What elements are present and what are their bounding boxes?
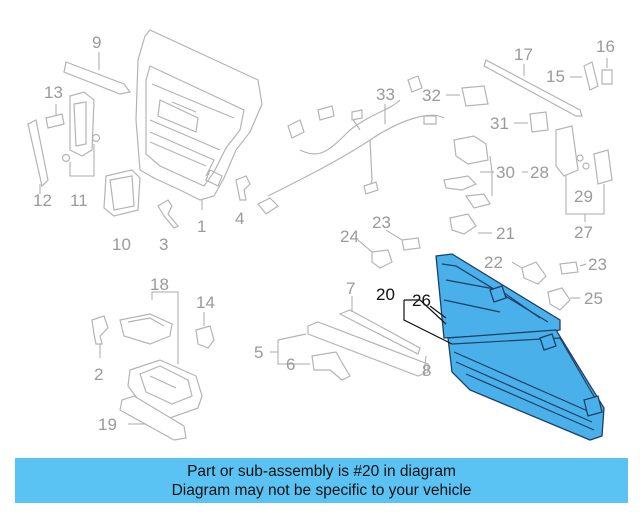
part-23-clip-lower[interactable] xyxy=(559,261,579,275)
part-19-trim-cover[interactable] xyxy=(119,395,187,441)
label-33: 33 xyxy=(376,85,395,104)
label-8: 8 xyxy=(422,361,431,380)
label-19: 19 xyxy=(98,415,117,434)
label-3: 3 xyxy=(159,235,168,254)
part-3-screw[interactable] xyxy=(157,199,179,229)
exploded-parts-diagram: 9 1 13 12 11 10 3 4 xyxy=(27,29,615,441)
part-21-door-handle[interactable] xyxy=(449,213,477,235)
part-11-handle-bezel[interactable] xyxy=(69,91,95,157)
part-17-weatherstrip[interactable] xyxy=(483,59,583,117)
part-15-molding[interactable] xyxy=(583,61,599,91)
part-24-bracket[interactable] xyxy=(371,249,393,269)
part-2-screw-lower[interactable] xyxy=(91,315,109,345)
label-2-lower: 2 xyxy=(94,365,103,384)
label-5: 5 xyxy=(254,343,263,362)
part-20-door-module-highlighted[interactable] xyxy=(435,253,605,441)
part-14-cap[interactable] xyxy=(195,325,215,349)
part-12-pillar-trim[interactable] xyxy=(27,119,49,188)
label-27: 27 xyxy=(574,223,593,242)
label-26: 26 xyxy=(412,291,431,310)
part-1-door-trim-panel[interactable] xyxy=(135,29,263,201)
label-32: 32 xyxy=(422,86,441,105)
label-9: 9 xyxy=(92,33,101,52)
banner-line-2: Diagram may not be specific to your vehi… xyxy=(171,481,472,499)
label-22: 22 xyxy=(484,253,503,272)
banner-line-1: Part or sub-assembly is #20 in diagram xyxy=(187,462,456,480)
label-17: 17 xyxy=(514,45,533,64)
part-30-brackets[interactable] xyxy=(443,135,491,209)
label-29: 29 xyxy=(574,187,593,206)
label-20: 20 xyxy=(376,285,395,304)
label-13: 13 xyxy=(44,83,63,102)
label-11: 11 xyxy=(70,191,88,210)
part-32-switch[interactable] xyxy=(461,85,489,107)
part-23-clip-upper[interactable] xyxy=(401,237,421,251)
part-33-wiring-harness[interactable] xyxy=(257,75,445,215)
label-30: 30 xyxy=(496,163,515,182)
part-25-bracket[interactable] xyxy=(547,287,571,311)
part-4-fastener[interactable] xyxy=(235,175,251,201)
label-24: 24 xyxy=(340,227,359,246)
label-15: 15 xyxy=(546,67,565,86)
label-23-lower: 23 xyxy=(588,255,607,274)
label-10: 10 xyxy=(112,235,131,254)
part-9-trim-strip[interactable] xyxy=(63,61,132,95)
label-1: 1 xyxy=(197,217,206,236)
label-18: 18 xyxy=(150,275,169,294)
label-16: 16 xyxy=(596,37,615,56)
label-23-upper: 23 xyxy=(372,213,391,232)
label-14: 14 xyxy=(196,293,215,312)
part-16-clip[interactable] xyxy=(601,69,613,85)
part-8-sill-trim[interactable] xyxy=(307,321,429,377)
label-28: 28 xyxy=(530,163,549,182)
info-banner: Part or sub-assembly is #20 in diagram D… xyxy=(15,458,628,503)
part-22-latch[interactable] xyxy=(521,261,547,285)
part-6-bracket[interactable] xyxy=(311,351,351,381)
part-29-door-lock[interactable] xyxy=(555,125,613,185)
label-7: 7 xyxy=(346,279,355,298)
part-7-seal[interactable] xyxy=(338,309,421,355)
label-25: 25 xyxy=(584,289,603,308)
part-31-switch[interactable] xyxy=(529,111,549,133)
label-12: 12 xyxy=(33,191,52,210)
label-31: 31 xyxy=(490,114,509,133)
part-13-clip[interactable] xyxy=(45,113,65,129)
label-21: 21 xyxy=(496,224,515,243)
label-4: 4 xyxy=(235,209,244,228)
label-6: 6 xyxy=(286,355,295,374)
part-10-speaker-grille[interactable] xyxy=(103,169,141,217)
